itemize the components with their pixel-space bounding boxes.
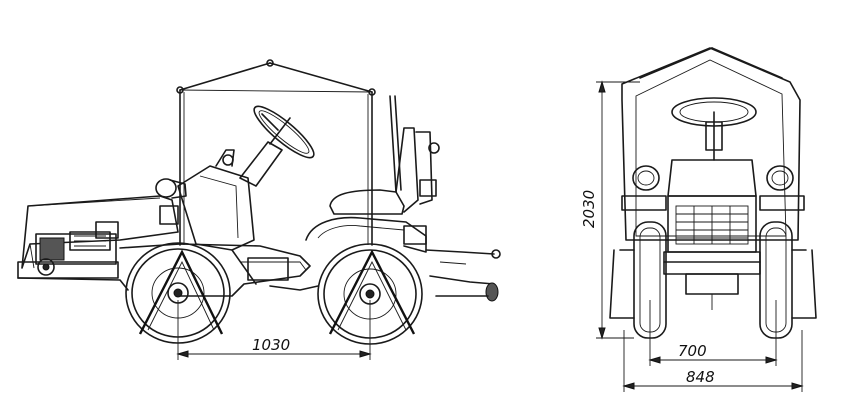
front-left-wheel (609, 195, 667, 339)
height-label: 2030 (580, 190, 598, 228)
track-dimension: 700 (648, 300, 778, 366)
front-right-wheel (759, 195, 817, 339)
front-view: 2030 700 848 (580, 47, 817, 392)
side-view: 1030 (17, 59, 501, 360)
steering-wheel (215, 105, 315, 187)
overall-width-label: 848 (686, 368, 715, 386)
overall-width-dimension: 848 (622, 330, 804, 392)
front-axle (663, 251, 761, 310)
canopy-frame (176, 59, 376, 246)
engine-hood (17, 195, 179, 279)
headlight (155, 178, 187, 199)
rear-hitch (425, 249, 501, 302)
seat (329, 95, 440, 215)
front-headlights (632, 165, 794, 191)
front-steering-wheel (671, 97, 757, 161)
front-canopy (621, 47, 801, 241)
chassis-frame (119, 243, 319, 297)
track-label: 700 (678, 342, 707, 360)
height-dimension: 2030 (580, 80, 640, 340)
wheelbase-label: 1030 (252, 336, 290, 354)
wheelbase-dimension: 1030 (176, 300, 372, 360)
radiator-grille (667, 159, 757, 253)
engine-block (17, 221, 129, 291)
rear-fender (305, 216, 427, 253)
